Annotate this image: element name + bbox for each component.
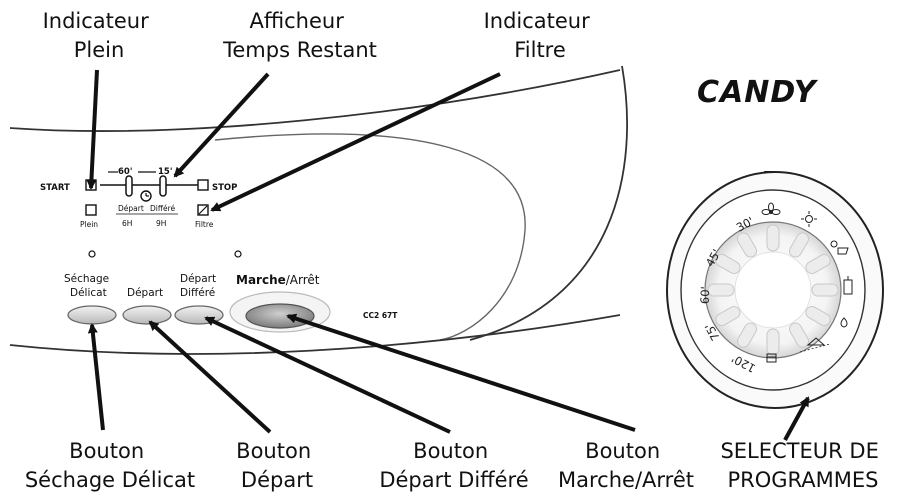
marche-arret-button[interactable] <box>245 303 315 329</box>
callout-indicateur-filtre: Indicateur Filtre <box>484 9 597 62</box>
callout-bouton-sechage: Bouton Séchage Délicat <box>25 439 195 492</box>
callout-selecteur: SELECTEUR DE PROGRAMMES <box>720 439 885 492</box>
dial-rib <box>715 254 741 274</box>
start-label: START <box>40 183 70 193</box>
dial-mark-60: 60' <box>698 286 713 304</box>
panel-inner-curve <box>214 133 526 341</box>
panel-curve-right <box>469 65 628 341</box>
filtre-icon <box>197 204 209 216</box>
stop-label: STOP <box>212 183 237 193</box>
callout-selecteur-line1: SELECTEUR DE <box>720 439 878 463</box>
callout-selecteur-line2: PROGRAMMES <box>728 468 879 492</box>
depart-differe-button-label-1: Départ <box>180 273 216 285</box>
shirt-icon <box>843 276 853 295</box>
panel-bottom-edge <box>9 314 621 355</box>
callout-bouton-depart-differe-line1: Bouton <box>413 439 488 463</box>
callout-bouton-depart-differe: Bouton Départ Différé <box>379 439 528 492</box>
callout-bouton-marche-line1: Bouton <box>585 439 660 463</box>
dial-ribs <box>707 224 839 356</box>
arrow-indicateur-plein <box>86 69 99 190</box>
stop-indicator-box <box>197 179 209 191</box>
callout-bouton-marche: Bouton Marche/Arrêt <box>558 439 694 492</box>
plein-icon <box>85 204 97 216</box>
segment-15 <box>159 175 167 197</box>
arrow-afficheur <box>173 72 270 178</box>
callout-bouton-sechage-line1: Bouton <box>69 439 144 463</box>
callout-indicateur-filtre-line1: Indicateur <box>484 9 591 33</box>
fan-icon <box>761 202 781 215</box>
segment-60 <box>125 175 133 197</box>
clock-icon <box>140 190 152 202</box>
9h-label: 9H <box>156 219 166 228</box>
arrow-sechage <box>87 323 105 431</box>
arrow-depart-differe <box>204 316 451 434</box>
arrow-selecteur <box>783 396 810 441</box>
candy-logo: CANDY <box>697 75 819 110</box>
led-left <box>88 250 96 258</box>
callout-indicateur-filtre-line2: Filtre <box>514 38 566 62</box>
callout-bouton-depart-differe-line2: Départ Différé <box>379 468 528 492</box>
dial-rib <box>707 283 735 297</box>
callout-indicateur-plein: Indicateur Plein <box>43 9 156 62</box>
dial-rib <box>811 283 839 297</box>
dial-rib <box>766 224 780 252</box>
callout-bouton-depart-line2: Départ <box>241 468 313 492</box>
dial-rib <box>789 322 809 348</box>
depart-small-label: Départ <box>118 204 144 213</box>
model-label: CC2 67T <box>363 311 398 320</box>
arrow-indicateur-filtre <box>210 72 501 212</box>
programme-selector[interactable]: 30' 45' 60' 75' 120' <box>666 171 884 409</box>
filtre-label: Filtre <box>195 220 214 229</box>
differe-small-label: Différé <box>150 204 176 213</box>
time-display: START STOP 60' 15' Plein Départ Différé … <box>40 167 237 229</box>
callout-bouton-marche-line2: Marche/Arrêt <box>558 468 694 492</box>
panel-outer-edge <box>9 69 621 132</box>
callout-indicateur-plein-line1: Indicateur <box>43 9 150 33</box>
callout-afficheur-line1: Afficheur <box>249 9 344 33</box>
depart-button[interactable] <box>122 305 172 325</box>
sechage-delicat-button[interactable] <box>67 305 117 325</box>
callout-afficheur: Afficheur Temps Restant <box>222 9 377 62</box>
iron-sun-icon <box>830 240 849 255</box>
dial-rib <box>766 328 780 356</box>
sechage-button-label-1: Séchage <box>64 273 109 285</box>
arret-label-part: /Arrêt <box>286 273 320 287</box>
dial-rib <box>789 232 809 258</box>
dial-rib <box>805 306 831 326</box>
arrow-depart <box>148 320 272 434</box>
led-right <box>234 250 242 258</box>
callout-afficheur-line2: Temps Restant <box>222 38 377 62</box>
plein-label: Plein <box>80 220 98 229</box>
callout-lines <box>86 69 810 441</box>
time-60-label: 60' <box>118 167 132 177</box>
dial-rib <box>737 322 757 348</box>
depart-button-label: Départ <box>127 287 163 299</box>
callout-bouton-depart-line1: Bouton <box>236 439 311 463</box>
depart-differe-button-label-2: Différé <box>180 287 215 299</box>
tumble-icon <box>766 353 777 363</box>
hanger-icon <box>799 337 831 353</box>
dial-rib <box>737 232 757 258</box>
dial-center <box>734 251 812 329</box>
marche-arret-button-label: Marche/Arrêt <box>236 273 320 287</box>
marche-label-part: Marche <box>236 273 286 287</box>
dial-rib <box>805 254 831 274</box>
arrow-marche-arret <box>286 313 636 432</box>
drop-icon <box>840 317 848 328</box>
callout-bouton-depart: Bouton Départ <box>236 439 318 492</box>
dial-rib <box>715 305 741 326</box>
sechage-button-label-2: Délicat <box>70 287 107 299</box>
callout-indicateur-plein-line2: Plein <box>74 38 125 62</box>
6h-label: 6H <box>122 219 132 228</box>
sun-icon <box>801 211 817 227</box>
time-15-label: 15' <box>158 167 172 177</box>
callout-bouton-sechage-line2: Séchage Délicat <box>25 468 195 492</box>
